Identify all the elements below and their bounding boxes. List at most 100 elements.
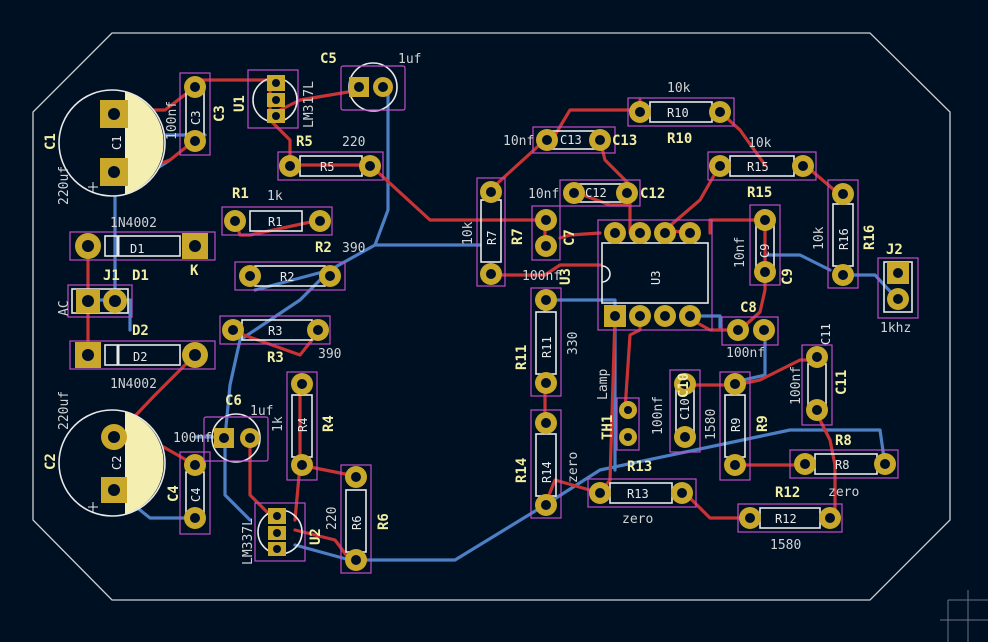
resistor-r8[interactable] [789, 449, 899, 479]
fab-r7: R7 [485, 231, 499, 245]
label-c5: C5 [320, 51, 337, 67]
value-r6: 220 [325, 507, 340, 530]
resistor-r2[interactable] [234, 261, 346, 291]
value-r3: 390 [318, 347, 341, 362]
capacitor-c13[interactable] [532, 126, 616, 154]
label-r11: R11 [514, 345, 530, 370]
label-r4: R4 [321, 415, 337, 432]
capacitor-c9[interactable] [749, 204, 781, 286]
value-r5: 220 [342, 135, 365, 150]
value-c3: 100nf [165, 101, 180, 140]
diode-d1[interactable] [69, 231, 216, 261]
fab-r12: R12 [775, 512, 797, 526]
regulator-u1[interactable] [247, 69, 299, 129]
regulator-u2[interactable] [254, 502, 306, 562]
capacitor-c4[interactable] [179, 451, 211, 535]
resistor-r10[interactable] [627, 97, 735, 127]
label-r2: R2 [315, 240, 332, 256]
resistor-r12[interactable] [737, 503, 843, 533]
capacitor-c3[interactable] [179, 72, 211, 156]
fab-c4: C4 [189, 488, 203, 502]
value-c12: 10nf [528, 187, 559, 202]
value-c8: 100nf [726, 346, 765, 361]
label-r1: R1 [232, 186, 249, 202]
fab-c9: C9 [758, 244, 772, 258]
fab-r14: R14 [540, 461, 554, 483]
label-c3: C3 [212, 105, 228, 122]
board-outline [32, 32, 951, 601]
fab-d1: D1 [130, 242, 144, 256]
label-d1-k: K [190, 263, 199, 279]
value-r15: 10k [748, 136, 772, 151]
label-r16: R16 [862, 225, 878, 250]
resistor-r3[interactable] [219, 315, 331, 345]
label-r14: R14 [514, 458, 530, 483]
capacitor-c2[interactable] [58, 409, 166, 517]
fab-r3: R3 [268, 324, 282, 338]
resistor-r11[interactable] [530, 287, 562, 397]
origin-crosshair [940, 590, 988, 642]
value-r1: 1k [267, 189, 283, 204]
capacitor-c11[interactable] [801, 344, 833, 426]
label-r15: R15 [747, 185, 772, 201]
label-c7: C7 [562, 229, 578, 246]
value-u1: LM317L [302, 81, 317, 128]
value-d1: 1N4002 [110, 216, 157, 231]
resistor-r5[interactable] [277, 151, 384, 181]
connector-j2[interactable] [877, 257, 919, 319]
capacitor-c1[interactable] [54, 89, 166, 197]
lamp-th1[interactable] [616, 397, 640, 451]
label-c12: C12 [640, 186, 665, 202]
label-c8: C8 [740, 300, 757, 316]
value-r10: 10k [667, 81, 691, 96]
fab-r1: R1 [268, 215, 282, 229]
fab-u3: U3 [649, 271, 663, 285]
value-j2: 1khz [880, 321, 911, 336]
resistor-r13[interactable] [587, 478, 697, 508]
capacitor-c7[interactable] [531, 205, 561, 261]
fab-c3: C3 [189, 111, 203, 125]
value-r8: zero [828, 485, 859, 500]
fab-r16: R16 [837, 228, 851, 250]
value-r16: 10k [812, 226, 827, 250]
resistor-r16[interactable] [827, 179, 859, 289]
label-r10: R10 [667, 131, 692, 147]
label-c10: C10 [676, 373, 692, 398]
value-r7: 10k [461, 221, 476, 245]
resistor-r4[interactable] [286, 371, 318, 481]
value-c10: 100nf [651, 396, 666, 435]
label-c2: C2 [43, 453, 59, 470]
fab-r11: R11 [540, 336, 554, 358]
connector-j1[interactable] [67, 284, 133, 318]
label-u1: U1 [232, 95, 248, 112]
resistor-r1[interactable] [221, 206, 333, 236]
value-d2: 1N4002 [110, 377, 157, 392]
capacitor-c10[interactable] [669, 369, 701, 453]
resistor-r6[interactable] [340, 464, 372, 574]
resistor-r15[interactable] [707, 151, 817, 181]
label-r7: R7 [510, 228, 526, 245]
fab-r10: R10 [667, 106, 689, 120]
value-j1: AC [57, 300, 72, 316]
value-r11: 330 [566, 332, 581, 355]
label-r9: R9 [755, 415, 771, 432]
capacitor-c6[interactable] [203, 413, 269, 463]
value-r4: 1k [271, 416, 286, 432]
capacitor-c5[interactable] [340, 62, 406, 112]
fab-r8: R8 [835, 458, 849, 472]
diode-d2[interactable] [69, 340, 216, 370]
fab-d2: D2 [133, 350, 147, 364]
resistor-r9[interactable] [719, 371, 751, 481]
value-c2: 220uf [57, 391, 72, 430]
label-c1: C1 [43, 133, 59, 150]
resistor-r7[interactable] [476, 177, 506, 287]
ic-u3[interactable] [597, 219, 713, 331]
resistor-r14[interactable] [530, 409, 562, 519]
capacitor-c12[interactable] [559, 179, 641, 207]
capacitor-c8[interactable] [721, 316, 779, 346]
fab-c11: C11 [819, 323, 833, 345]
fab-c10: C10 [678, 398, 692, 420]
silkscreen-labels: C1 220uf C1 C2 220uf C2 100nf C3 C3 100n… [43, 51, 911, 565]
